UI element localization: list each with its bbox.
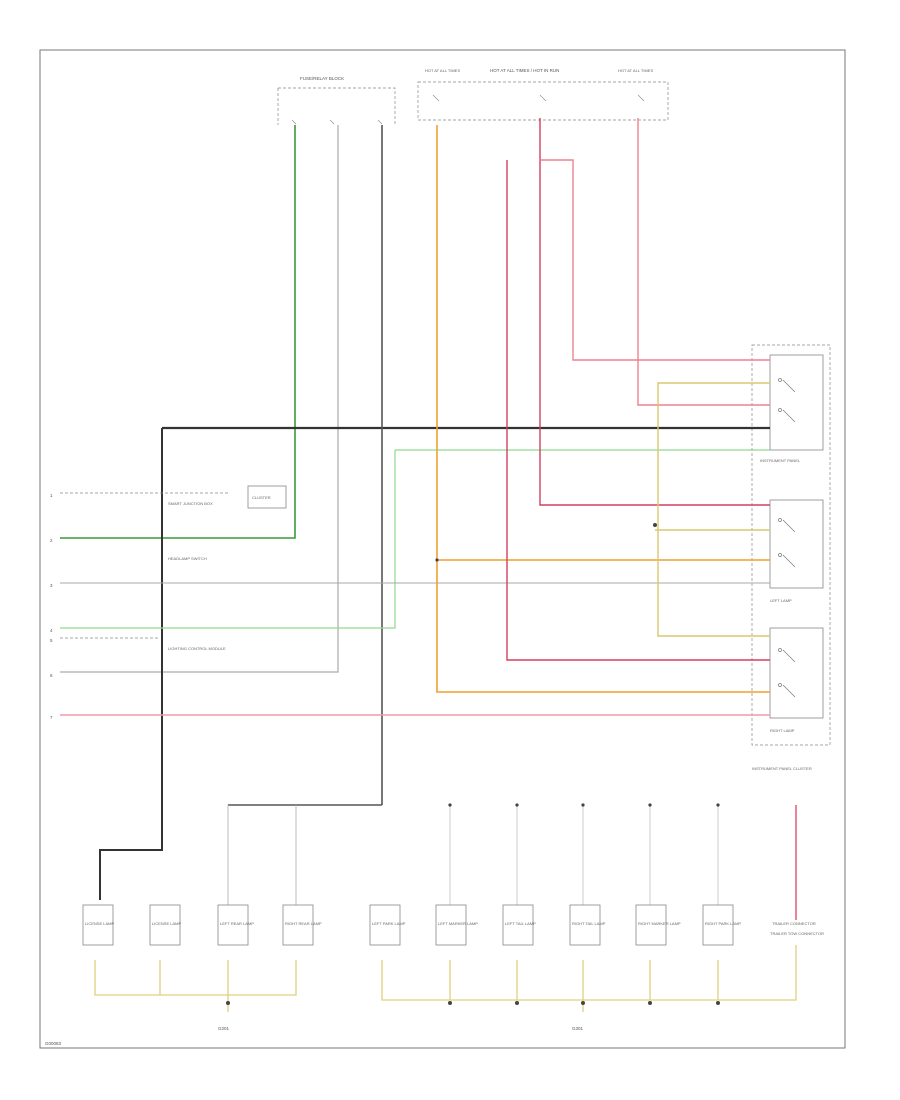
figure-code: G00083 [45,1041,62,1046]
wire-orange [436,125,770,693]
bottom-lamps [82,904,734,946]
lamp-label: LEFT TAIL LAMP [505,921,536,926]
lamp-label: LEFT REAR LAMP [220,921,254,926]
lamp-label: RIGHT MARKER LAMP [638,921,681,926]
lamp-label: LICENSE LAMP [85,921,114,926]
svg-text:6: 6 [50,673,53,678]
hot-right-label: HOT AT ALL TIMES [618,68,653,73]
relay-box-3 [769,627,824,719]
lamp-label: TRAILER CONNECTOR [772,921,816,926]
left-connector: 1 2 3 4 5 6 7 [50,493,53,720]
lamp-label: LICENSE LAMP [152,921,181,926]
ground-wires-right [381,945,797,1012]
wire-pink-right [637,118,770,406]
left-relay-bot: LIGHTING CONTROL MODULE [168,646,226,651]
lamp-label: LEFT PARK LAMP [372,921,406,926]
wire-green [60,125,296,539]
wire-yellow [655,382,770,637]
lamp-feeds [449,805,719,920]
diagram-frame [39,49,846,1049]
left-relay-mid: HEADLAMP SWITCH [168,556,207,561]
left-relay-top: SMART JUNCTION BOX [168,501,213,506]
relay-box-2 [769,499,824,589]
right-module-outline [751,344,831,746]
right-module-label: INSTRUMENT PANEL CLUSTER [752,766,812,771]
relay-box-3-label: RIGHT LAMP [770,728,795,733]
relay-box-2-label: LEFT LAMP [770,598,792,603]
svg-text:5: 5 [50,638,53,643]
ground-right-label: G301 [572,1026,584,1031]
wire-red-2 [506,160,770,661]
wire-lightgreen [60,449,770,629]
fuse-block-left-label: FUSE/RELAY BLOCK [300,76,344,81]
wire-black-vert [99,428,163,900]
fuse-block-center-label: HOT AT ALL TIMES / HOT IN RUN [490,68,559,73]
wire-pink-top [540,159,770,361]
fuse-block-center [417,81,669,121]
lamp-label: RIGHT REAR LAMP [285,921,322,926]
svg-text:2: 2 [50,538,53,543]
relay-box-1-label: INSTRUMENT PANEL [760,458,801,463]
svg-text:3: 3 [50,583,53,588]
warning-module-label: CLUSTER [252,495,271,500]
lamp-label: RIGHT TAIL LAMP [572,921,606,926]
wire-red-1 [539,118,770,506]
svg-text:4: 4 [50,628,53,633]
lamp-label: RIGHT PARK LAMP [705,921,741,926]
ground-wires-left [94,960,297,1012]
fuse-block-left [277,87,396,125]
ground-points [226,523,720,1005]
ground-left-label: G201 [218,1026,230,1031]
hot-left-label: HOT AT ALL TIMES [425,68,460,73]
warning-module [247,485,287,509]
trailer-label: TRAILER TOW CONNECTOR [770,931,824,936]
wire-bottom-grays [227,805,297,920]
wire-gray-1 [60,125,339,673]
fuse-symbols [291,94,645,125]
lamp-label: LEFT MARKER LAMP [438,921,478,926]
relay-box-1 [769,354,824,451]
relay-contacts [778,378,796,698]
svg-text:7: 7 [50,715,53,720]
svg-text:1: 1 [50,493,53,498]
